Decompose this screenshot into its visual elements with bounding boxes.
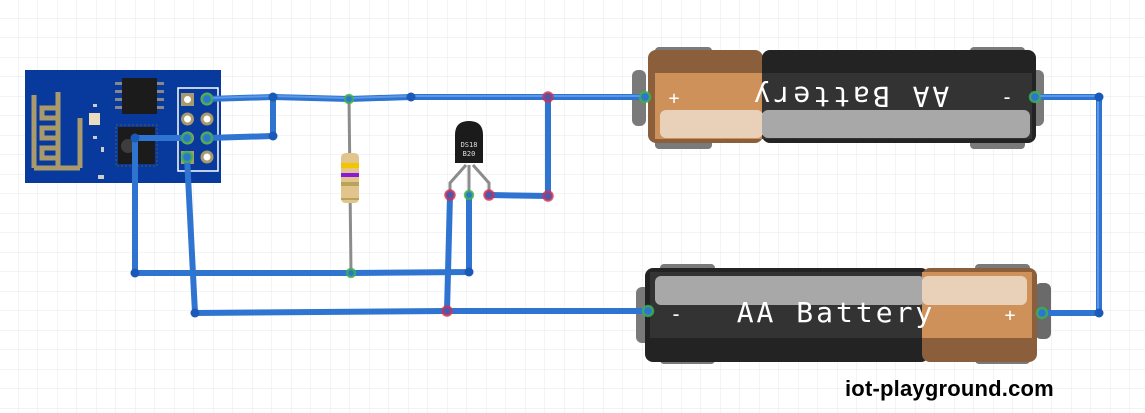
esp-module[interactable]: [25, 70, 221, 183]
junctions: [130, 92, 1104, 318]
pin-header: [177, 87, 219, 172]
battery-bottom-label: AA Battery: [737, 296, 936, 329]
resistor[interactable]: [341, 96, 359, 274]
battery-bottom-minus: -: [670, 302, 682, 326]
wire-gnd-to-battery[interactable]: [184, 154, 651, 316]
battery-top-minus: -: [1001, 85, 1013, 109]
resistor-band: [341, 198, 359, 200]
battery-top-label: AA Battery: [751, 80, 950, 113]
sensor-label-line1: DS18: [461, 141, 478, 149]
led: [89, 113, 100, 125]
wire-sensor-gnd[interactable]: [444, 192, 453, 314]
pin-markers-ok: [180, 90, 1049, 320]
battery-bottom-plus: +: [1005, 305, 1016, 326]
resistor-band: [341, 173, 359, 177]
watermark: iot-playground.com: [845, 376, 1054, 401]
battery-top-plus: +: [669, 88, 680, 109]
battery-top[interactable]: AA Battery + -: [632, 47, 1044, 149]
resistor-band: [341, 182, 359, 186]
wire-gpio-to-sensor[interactable]: [132, 135, 472, 276]
antenna-trace-icon: [31, 92, 83, 171]
battery-bottom[interactable]: AA Battery - +: [636, 264, 1051, 364]
pin-markers-warn: [441, 91, 554, 317]
sensor-label-line2: B20: [463, 150, 476, 158]
resistor-band: [341, 163, 359, 168]
flash-chip: [122, 78, 157, 114]
